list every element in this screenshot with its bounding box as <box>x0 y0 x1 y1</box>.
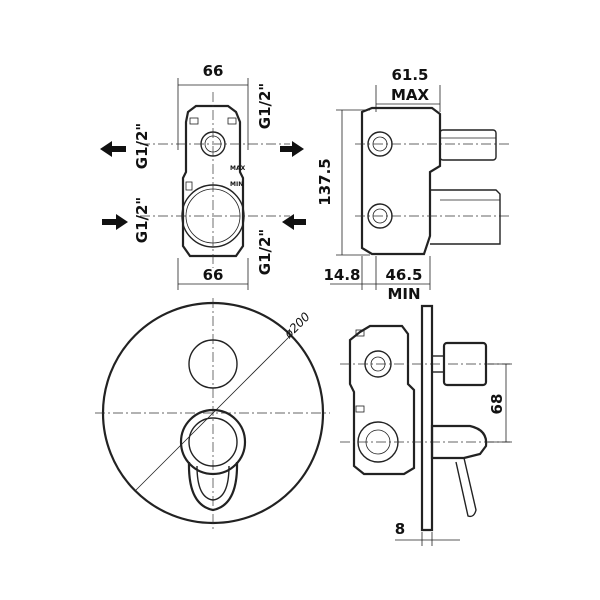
plate-front-view: ø200 <box>95 298 330 530</box>
dim-spacing: 68 <box>488 394 506 415</box>
thread-left-bottom: G1/2" <box>133 197 151 243</box>
thread-left-top: G1/2" <box>133 123 151 169</box>
knob-side <box>442 341 488 387</box>
plate-section <box>420 304 434 532</box>
thread-right-bottom: G1/2" <box>256 229 274 275</box>
dim-depth-min: 46.5 <box>385 266 422 284</box>
body-front-view: 66 MAX MIN 66 G1/2" G1/2" G1/2" G1/2" <box>100 62 306 290</box>
body-mark-max: MAX <box>230 165 246 172</box>
dim-depth-max: 61.5 <box>391 66 428 84</box>
dim-plate-diameter: ø200 <box>281 309 313 341</box>
dim-height: 137.5 <box>316 158 334 205</box>
body-side-view: 61.5 MAX 137.5 14.8 46.5 MIN <box>316 66 510 303</box>
assembly-side-view: 68 8 <box>340 304 512 546</box>
dim-offset: 14.8 <box>323 266 360 284</box>
dim-max-label: MAX <box>391 86 430 104</box>
body-mark-min: MIN <box>230 181 243 188</box>
dim-min-label: MIN <box>387 285 420 303</box>
dim-plate-thickness: 8 <box>395 520 405 538</box>
arrow-right-out-icon <box>280 141 304 157</box>
arrow-left-out-icon <box>100 141 126 157</box>
lever-handle <box>179 408 247 512</box>
arrow-right-in-icon <box>282 214 306 230</box>
dim-top-width: 66 <box>203 62 224 80</box>
arrow-left-in-icon <box>102 214 128 230</box>
dim-bottom-width: 66 <box>203 266 224 284</box>
thread-right-top: G1/2" <box>256 83 274 129</box>
